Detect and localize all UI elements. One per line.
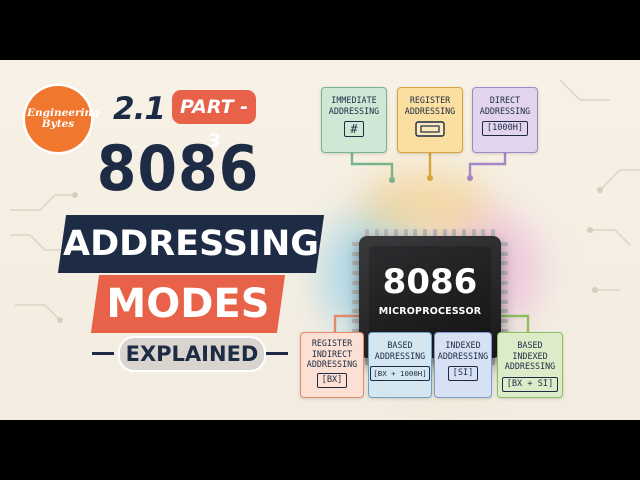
chip-pin — [352, 319, 360, 324]
chip-pin — [423, 229, 428, 237]
mode-example: [BX] — [316, 372, 348, 388]
hash-icon: # — [344, 121, 364, 137]
divider-right — [266, 352, 288, 355]
chip-pin — [413, 229, 418, 237]
mode-example: [SI] — [447, 366, 479, 381]
title-banner-modes: MODES — [90, 275, 286, 333]
chip-pin — [500, 261, 508, 266]
chip-pin — [500, 270, 508, 275]
chip-pin — [491, 229, 495, 237]
title-banner-addressing: ADDRESSING — [57, 215, 325, 273]
chip-pin — [471, 229, 476, 237]
mode-example: [BX + SI] — [501, 376, 559, 392]
chip-pin — [384, 229, 389, 237]
chip-pin — [442, 229, 447, 237]
chip-pin — [500, 242, 508, 246]
chip-pin — [394, 229, 399, 237]
chip-pin — [365, 357, 369, 365]
chip-pin — [365, 229, 369, 237]
mode-example: [1000H] — [481, 121, 529, 136]
chip-pin — [352, 328, 360, 333]
chip-pin — [500, 299, 508, 304]
chip-label: MICROPROCESSOR — [378, 306, 482, 317]
engineering-bytes-logo: Engineering Bytes — [22, 83, 100, 155]
chip-pin — [352, 242, 360, 246]
mode-example: [BX + 1000H] — [370, 366, 430, 381]
part-badge: PART - 3 — [172, 90, 256, 152]
chip-pin — [352, 280, 360, 285]
chip-pin — [452, 229, 457, 237]
register-icon — [415, 121, 445, 137]
chip-pin — [500, 290, 508, 295]
chip-pin — [352, 270, 360, 275]
chip-pin — [352, 251, 360, 256]
chip-pin — [352, 309, 360, 314]
chip-pin — [432, 229, 437, 237]
chip-pin — [500, 280, 508, 285]
chip-die — [369, 246, 491, 348]
paint-splash — [360, 170, 490, 240]
chip-pin — [500, 251, 508, 256]
chip-pin — [352, 261, 360, 266]
chip-pin — [352, 290, 360, 295]
chip-pin — [500, 309, 508, 314]
chip-pin — [461, 229, 466, 237]
logo-text: Engineering Bytes — [27, 107, 100, 130]
chip-pin — [491, 357, 495, 365]
circuit-traces — [10, 79, 640, 332]
chip-number: 8086 — [382, 262, 478, 302]
subtitle-explained: EXPLAINED — [118, 336, 266, 372]
thumbnail-canvas: Engineering Bytes 2.1 PART - 3 8086 ADDR… — [0, 60, 640, 420]
title-modes: MODES — [106, 281, 270, 327]
chip-pin — [481, 229, 486, 237]
version-number: 2.1 — [113, 91, 166, 127]
divider-left — [92, 352, 114, 355]
chip-pin — [352, 299, 360, 304]
title-addressing: ADDRESSING — [63, 224, 319, 264]
chip-pin — [374, 229, 379, 237]
chip-pin — [500, 319, 508, 324]
title-8086: 8086 — [96, 132, 260, 205]
chip-pin — [500, 328, 508, 333]
chip-pin — [403, 229, 408, 237]
